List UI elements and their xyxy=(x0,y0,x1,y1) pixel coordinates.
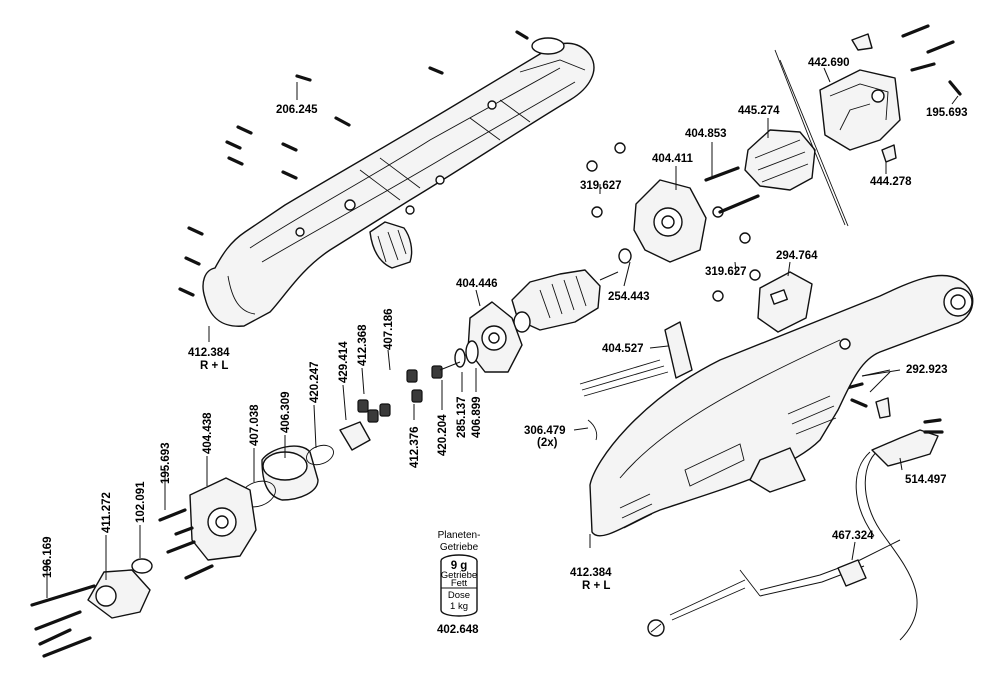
grease-label-2: Fett xyxy=(451,578,468,589)
callout-404411: 404.411 xyxy=(652,153,694,165)
front-flange xyxy=(87,558,153,619)
callout-445274: 445.274 xyxy=(738,105,780,117)
callout-412384-right-rl: R + L xyxy=(582,580,610,592)
grease-label-1: Getriebe xyxy=(441,570,477,581)
clip-306479 xyxy=(587,419,598,441)
callout-404446: 404.446 xyxy=(456,278,498,290)
o-ring-small xyxy=(306,444,334,466)
power-cable xyxy=(647,418,944,641)
gear-screws xyxy=(30,508,214,658)
gear-set xyxy=(339,340,479,451)
gear-housing xyxy=(189,477,257,561)
grease-amount: 9 g xyxy=(451,560,468,572)
callout-404527: 404.527 xyxy=(602,343,644,355)
callout-306479-qty: (2x) xyxy=(537,437,558,449)
leader-lines xyxy=(46,67,959,598)
callout-420204: 420.204 xyxy=(437,414,449,456)
callout-411272: 411.272 xyxy=(101,492,113,533)
callout-412384-right: 412.384 xyxy=(570,567,612,579)
callout-195693-left: 195.693 xyxy=(160,442,172,484)
callout-412384-left-rl: R + L xyxy=(200,360,228,372)
callout-102091: 102.091 xyxy=(135,481,147,523)
callout-206245: 206.245 xyxy=(276,104,318,116)
grease-can-1: Dose xyxy=(448,590,470,601)
motor-housing-rear xyxy=(819,69,901,151)
field-coil xyxy=(744,129,816,191)
bearing-plate xyxy=(633,179,707,263)
housing-screws xyxy=(178,30,529,297)
callout-294764: 294.764 xyxy=(776,250,818,262)
callout-285137: 285.137 xyxy=(456,396,468,438)
long-screws xyxy=(704,24,962,408)
callout-442690: 442.690 xyxy=(808,57,850,69)
nuts-washers xyxy=(586,142,761,302)
electronics-module xyxy=(579,321,693,397)
callout-404853: 404.853 xyxy=(685,128,727,140)
callout-319627-top: 319.627 xyxy=(580,180,622,192)
callout-402648: 402.648 xyxy=(437,624,479,636)
callout-319627-mid: 319.627 xyxy=(705,266,747,278)
grease-can: Planeten- Getriebe 9 g Getriebe Fett Dos… xyxy=(438,530,481,617)
callout-195693-top: 195.693 xyxy=(926,107,968,119)
armature xyxy=(511,248,632,333)
clips xyxy=(851,33,897,419)
callout-514497: 514.497 xyxy=(905,474,947,486)
callout-444278: 444.278 xyxy=(870,176,912,188)
grease-title-2: Getriebe xyxy=(440,542,479,553)
callout-412368: 412.368 xyxy=(357,324,369,366)
callout-429414: 429.414 xyxy=(338,341,350,383)
housing-half-left xyxy=(202,37,595,327)
callout-407038: 407.038 xyxy=(249,404,261,446)
callout-292923: 292.923 xyxy=(906,364,948,376)
callout-412376: 412.376 xyxy=(409,426,421,468)
gear-flange xyxy=(467,301,523,373)
callout-412384-left: 412.384 xyxy=(188,347,230,359)
switch xyxy=(757,271,813,333)
carbon-brush-wire xyxy=(774,49,849,227)
callout-420247: 420.247 xyxy=(309,361,321,403)
grease-can-2: 1 kg xyxy=(450,601,468,612)
callout-406899: 406.899 xyxy=(471,396,483,438)
callout-404438: 404.438 xyxy=(202,412,214,454)
callout-labels: 206.245 412.384 R + L 404.853 445.274 44… xyxy=(42,57,968,636)
grease-title-1: Planeten- xyxy=(438,530,481,541)
callout-306479: 306.479 xyxy=(524,425,566,437)
housing-half-right xyxy=(589,274,974,537)
ring-gear xyxy=(261,445,319,501)
callout-407186: 407.186 xyxy=(383,308,395,350)
callout-254443: 254.443 xyxy=(608,291,650,303)
callout-196169: 196.169 xyxy=(42,536,54,578)
callout-467324: 467.324 xyxy=(832,530,874,542)
callout-406309: 406.309 xyxy=(280,391,292,433)
